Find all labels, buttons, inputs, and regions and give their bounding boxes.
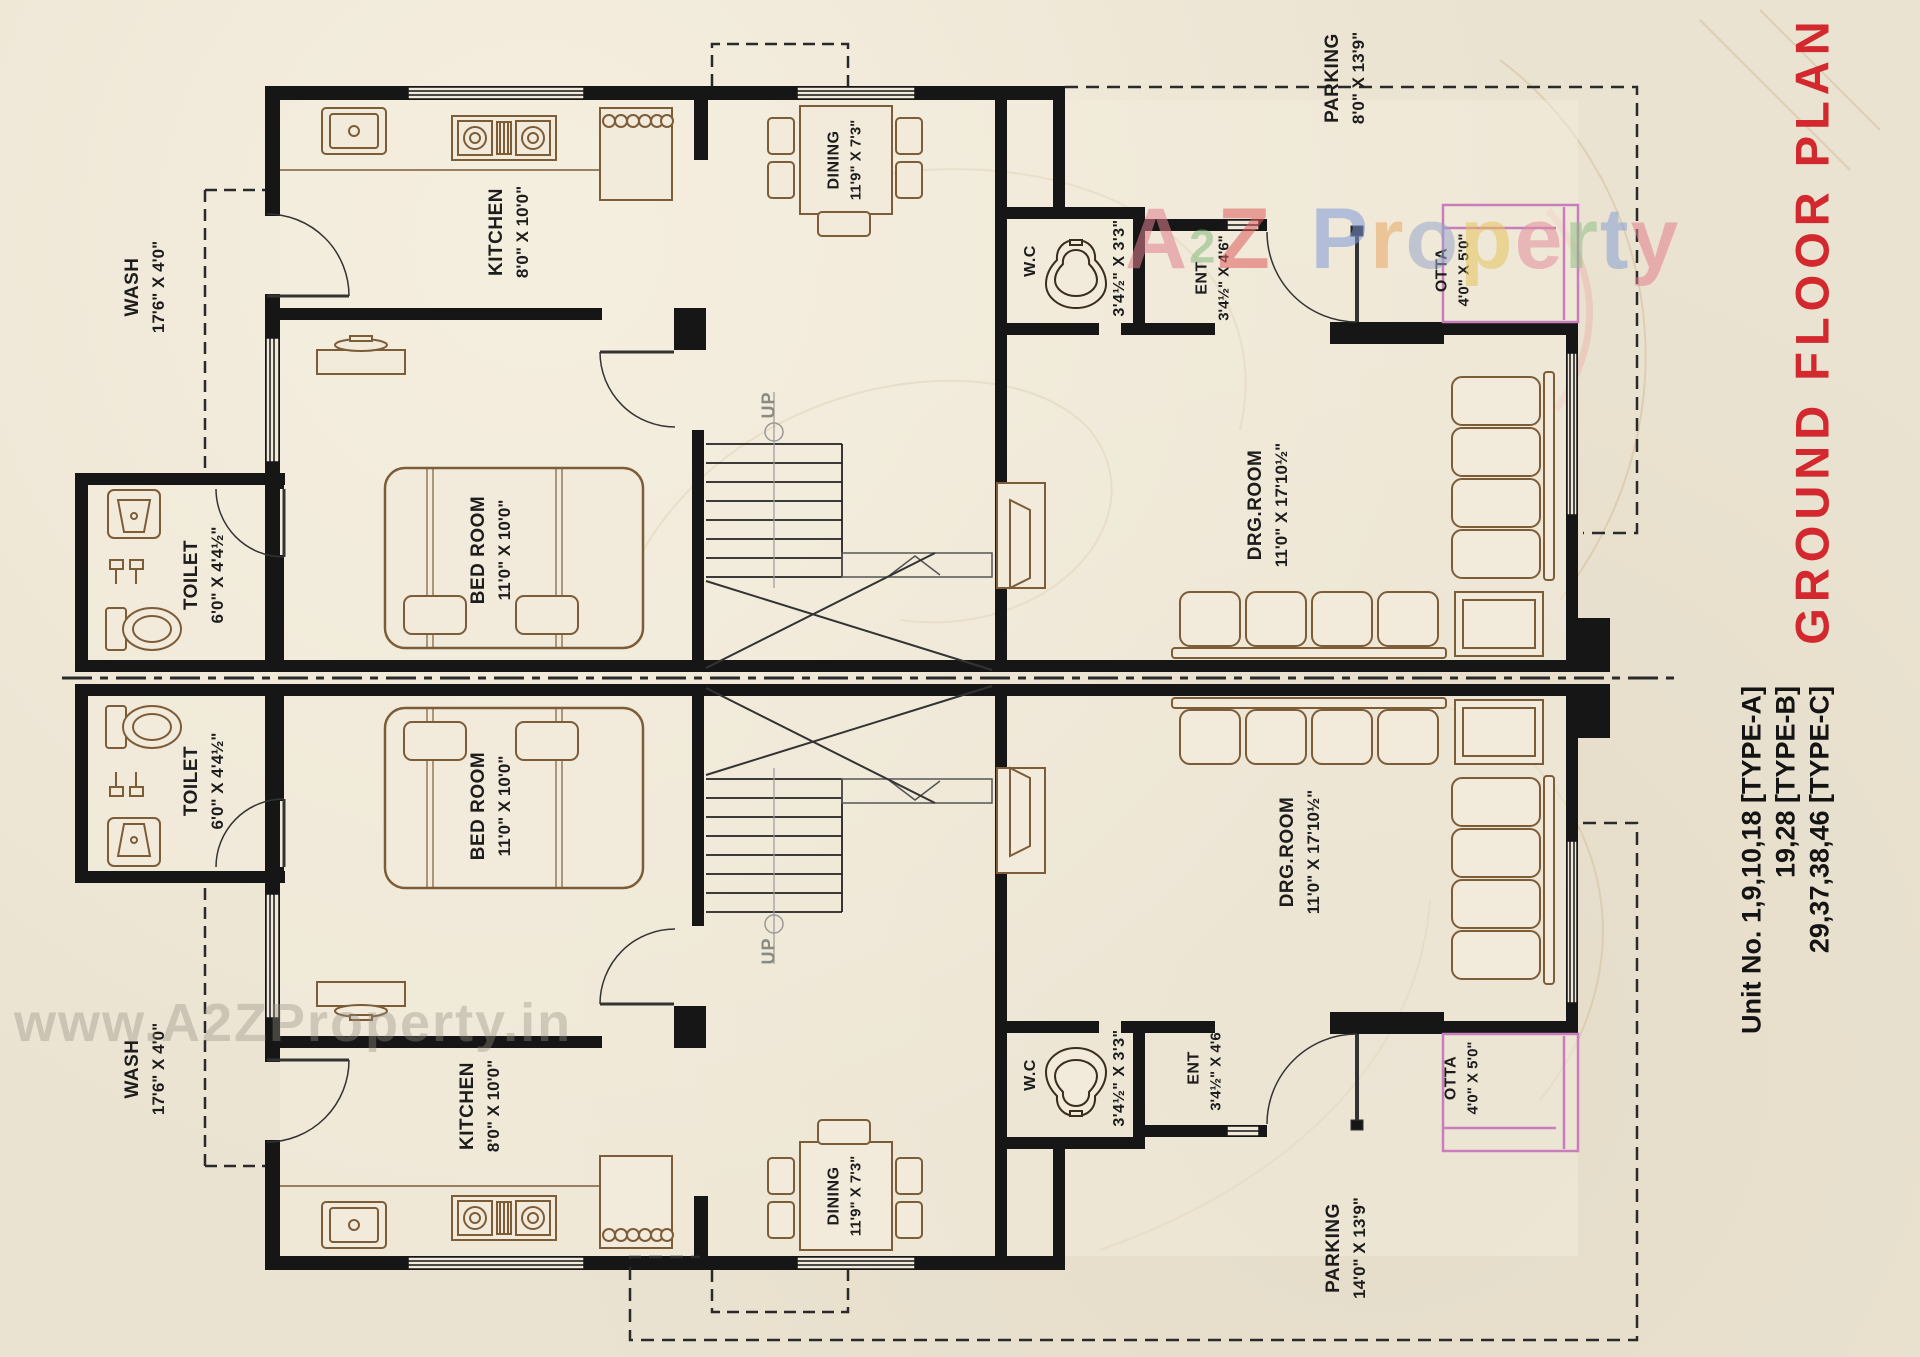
room-name: DRG.ROOM [1244, 449, 1266, 561]
room-name: BED ROOM [467, 751, 489, 861]
room-dims: 14'0" X 13'9" [1349, 1197, 1369, 1299]
label-otta-bottom: OTTA 4'0" X 5'0" [1440, 1041, 1483, 1114]
label-wc-dims-bottom: 3'4½" X 3'3" [1109, 1029, 1131, 1126]
room-dims: 8'0" X 10'0" [512, 185, 532, 279]
room-dims: 11'0" X 10'0" [494, 755, 514, 857]
website-watermark: www.A2ZProperty.in [14, 993, 573, 1053]
label-wc-name-bottom: W.C [1020, 1059, 1042, 1091]
label-stairs-up-bottom: UP [756, 937, 781, 964]
label-dining-bottom: DINING 11'9" X 7'3" [823, 1156, 866, 1237]
room-name: TOILET [180, 745, 202, 817]
room-name: PARKING [1321, 33, 1343, 123]
room-name: TOILET [180, 539, 202, 611]
room-dims: 11'0" X 17'10½" [1303, 789, 1323, 915]
room-dims: 11'9" X 7'3" [847, 1155, 865, 1237]
room-dims: 8'0" X 10'0" [483, 1059, 503, 1153]
unit-numbers-note: Unit No. 1,9,10,18 [TYPE-A] 19,28 [TYPE-… [1735, 686, 1836, 1034]
room-name: WASH [121, 257, 143, 317]
label-toilet-bottom: TOILET 6'0" X 4'4½" [179, 733, 229, 830]
room-name: DINING [825, 1166, 843, 1226]
room-name: PARKING [1322, 1203, 1344, 1293]
up-text: UP [758, 937, 779, 965]
room-dims: 4'0" X 5'0" [1464, 1041, 1482, 1115]
room-dims: 6'0" X 4'4½" [207, 732, 227, 830]
unit-line-1: Unit No. 1,9,10,18 [TYPE-A] [1736, 685, 1767, 1035]
label-wc-name-top: W.C [1020, 245, 1042, 277]
room-dims: 6'0" X 4'4½" [207, 526, 227, 624]
room-name: BED ROOM [467, 495, 489, 605]
room-dims: 11'0" X 17'10½" [1271, 442, 1291, 568]
room-name: W.C [1021, 245, 1039, 277]
label-kitchen-bottom: KITCHEN 8'0" X 10'0" [455, 1060, 505, 1152]
label-drg-room-top: DRG.ROOM 11'0" X 17'10½" [1243, 443, 1293, 567]
label-bedroom-bottom: BED ROOM 11'0" X 10'0" [466, 752, 516, 861]
label-parking-top: PARKING 8'0" X 13'9" [1320, 32, 1370, 124]
label-wash-top: WASH 17'6" X 4'0" [120, 241, 170, 333]
label-ent-bottom: ENT 3'4½" X 4'6" [1183, 1025, 1226, 1111]
room-dims: 3'4½" X 3'3" [1110, 1029, 1128, 1127]
label-bedroom-top: BED ROOM 11'0" X 10'0" [466, 496, 516, 605]
room-dims: 11'0" X 10'0" [494, 499, 514, 601]
room-name: ENT [1185, 1051, 1203, 1085]
label-kitchen-top: KITCHEN 8'0" X 10'0" [484, 186, 534, 278]
room-name: KITCHEN [456, 1062, 478, 1150]
page-title: GROUND FLOOR PLAN [1785, 15, 1839, 645]
room-name: W.C [1021, 1059, 1039, 1091]
label-stairs-up-top: UP [756, 391, 781, 418]
room-name: OTTA [1442, 1055, 1460, 1101]
label-toilet-top: TOILET 6'0" X 4'4½" [179, 527, 229, 624]
unit-line-2: 19,28 [TYPE-B] [1770, 685, 1801, 879]
room-name: DINING [825, 130, 843, 190]
room-dims: 8'0" X 13'9" [1348, 31, 1368, 125]
parking-boundaries [628, 85, 1639, 1342]
room-name: DRG.ROOM [1276, 796, 1298, 908]
room-name: KITCHEN [485, 188, 507, 276]
room-dims: 3'4½" X 4'6" [1207, 1025, 1225, 1111]
label-parking-bottom: PARKING 14'0" X 13'9" [1321, 1197, 1371, 1299]
room-dims: 11'9" X 7'3" [847, 119, 865, 201]
label-dining-top: DINING 11'9" X 7'3" [823, 120, 866, 201]
unit-line-3: 29,37,38,46 [TYPE-C] [1803, 685, 1834, 954]
room-dims: 17'6" X 4'0" [148, 240, 168, 334]
label-drg-room-bottom: DRG.ROOM 11'0" X 17'10½" [1275, 790, 1325, 914]
up-text: UP [758, 391, 779, 419]
